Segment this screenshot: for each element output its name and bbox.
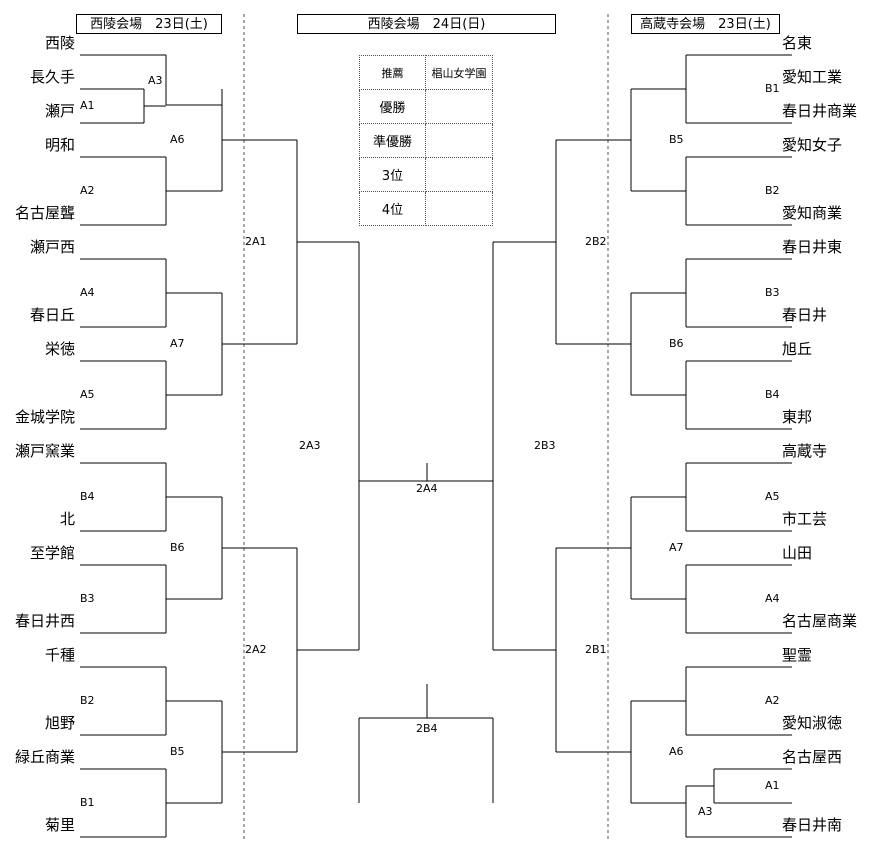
match-code-right: A7 — [669, 541, 684, 554]
team-name-left: 西陵 — [44, 34, 75, 52]
team-name-left: 千種 — [44, 646, 75, 664]
table-row: 優勝 — [359, 89, 493, 124]
match-code-left: A6 — [170, 133, 185, 146]
match-code-left: A1 — [80, 99, 95, 112]
team-name-left: 緑丘商業 — [14, 748, 75, 766]
team-name-left: 名古屋聾 — [14, 204, 75, 222]
results-label: 優勝 — [359, 89, 426, 124]
match-code-right: B5 — [669, 133, 684, 146]
match-code-left: B4 — [80, 490, 95, 503]
match-code-right: A5 — [765, 490, 780, 503]
match-code-right: B4 — [765, 388, 780, 401]
team-name-left: 春日井西 — [14, 612, 75, 630]
results-table: 推薦 椙山女学園 優勝 準優勝 3位 4位 — [359, 55, 493, 226]
match-code-center: 2B4 — [416, 722, 438, 735]
table-row: 推薦 椙山女学園 — [359, 55, 493, 90]
team-name-left: 旭野 — [44, 714, 75, 732]
team-name-left: 瀬戸 — [44, 102, 75, 120]
match-code-right: 2B2 — [585, 235, 607, 248]
team-name-left: 栄徳 — [44, 340, 75, 358]
match-code-right: B6 — [669, 337, 684, 350]
team-name-right: 春日井 — [782, 306, 828, 324]
match-code-right: B3 — [765, 286, 780, 299]
results-label: 4位 — [359, 191, 426, 226]
match-code-left: B6 — [170, 541, 185, 554]
match-code-left: A4 — [80, 286, 95, 299]
match-code-left: B5 — [170, 745, 185, 758]
results-value — [425, 89, 493, 124]
match-code-left: A5 — [80, 388, 95, 401]
match-code-left: B3 — [80, 592, 95, 605]
match-code-left: A7 — [170, 337, 185, 350]
team-name-right: 山田 — [782, 544, 813, 562]
match-code-right: B2 — [765, 184, 780, 197]
match-code-right: A3 — [698, 805, 713, 818]
results-label: 3位 — [359, 157, 426, 192]
header-right-venue: 高蔵寺会場 23日(土) — [631, 14, 780, 34]
match-code-right: A6 — [669, 745, 684, 758]
match-code-right: 2B1 — [585, 643, 607, 656]
match-code-left: B1 — [80, 796, 95, 809]
match-code-right: A2 — [765, 694, 780, 707]
table-row: 4位 — [359, 191, 493, 226]
team-name-right: 東邦 — [782, 408, 813, 426]
results-label: 準優勝 — [359, 123, 426, 158]
team-name-right: 旭丘 — [782, 340, 813, 358]
team-name-right: 聖霊 — [782, 646, 813, 664]
team-name-right: 愛知女子 — [782, 136, 843, 154]
results-value: 椙山女学園 — [425, 55, 493, 90]
team-name-left: 春日丘 — [29, 306, 75, 324]
match-code-right: 2B3 — [534, 439, 556, 452]
team-name-right: 市工芸 — [782, 510, 828, 528]
team-name-right: 春日井南 — [782, 816, 843, 834]
match-code-left: 2A1 — [245, 235, 267, 248]
match-code-center: 2A4 — [416, 482, 438, 495]
team-name-right: 春日井商業 — [782, 102, 858, 120]
match-code-left: B2 — [80, 694, 95, 707]
team-name-left: 長久手 — [29, 68, 75, 86]
match-code-left: 2A2 — [245, 643, 267, 656]
team-name-left: 金城学院 — [14, 408, 75, 426]
match-code-right: B1 — [765, 82, 780, 95]
team-name-right: 高蔵寺 — [782, 442, 828, 460]
match-code-right: A4 — [765, 592, 780, 605]
team-name-right: 名古屋西 — [782, 748, 843, 766]
team-name-right: 愛知商業 — [782, 204, 843, 222]
results-label: 推薦 — [359, 55, 426, 90]
team-name-left: 北 — [59, 510, 75, 528]
results-value — [425, 191, 493, 226]
team-name-right: 愛知工業 — [782, 68, 843, 86]
match-code-left: 2A3 — [299, 439, 321, 452]
team-name-left: 明和 — [44, 136, 75, 154]
match-code-left: A3 — [148, 74, 163, 87]
team-name-right: 春日井東 — [782, 238, 843, 256]
results-value — [425, 157, 493, 192]
header-left-venue: 西陵会場 23日(土) — [76, 14, 222, 34]
results-value — [425, 123, 493, 158]
team-name-left: 瀬戸窯業 — [14, 442, 75, 460]
team-name-left: 瀬戸西 — [29, 238, 75, 256]
header-center-venue: 西陵会場 24日(日) — [297, 14, 556, 34]
team-name-right: 名古屋商業 — [782, 612, 858, 630]
team-name-left: 至学館 — [29, 544, 75, 562]
table-row: 3位 — [359, 157, 493, 192]
match-code-left: A2 — [80, 184, 95, 197]
team-name-right: 名東 — [782, 34, 813, 52]
team-name-left: 菊里 — [44, 816, 75, 834]
table-row: 準優勝 — [359, 123, 493, 158]
match-code-right: A1 — [765, 779, 780, 792]
team-name-right: 愛知淑徳 — [782, 714, 843, 732]
